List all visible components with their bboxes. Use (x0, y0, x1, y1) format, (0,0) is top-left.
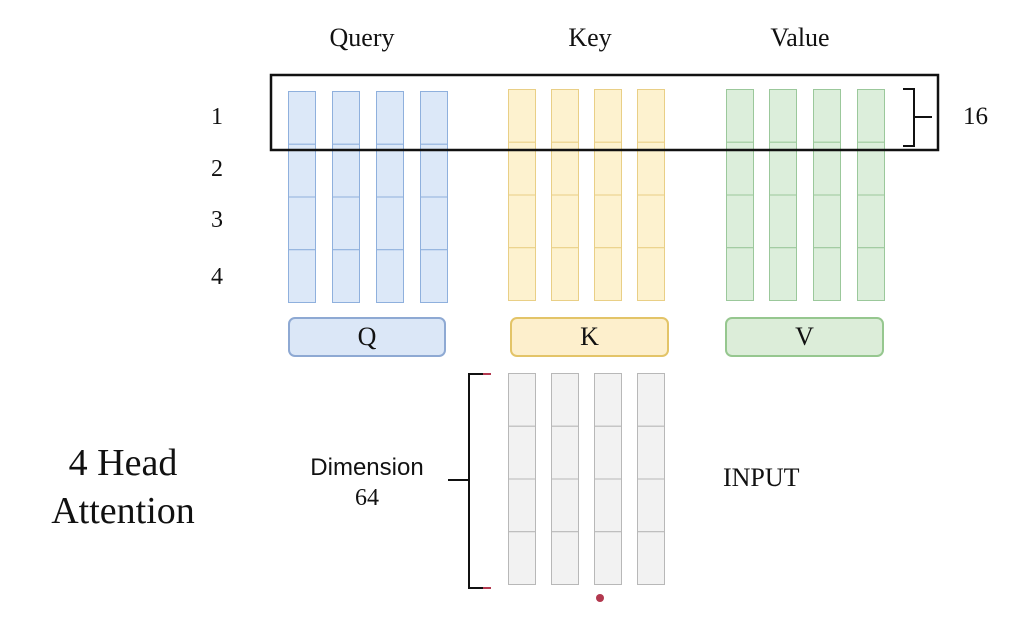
title-line-1: 4 Head (68, 442, 178, 484)
input-label: INPUT (723, 463, 800, 492)
q-cell (420, 196, 448, 251)
q-cell (288, 249, 316, 303)
k-cell (551, 89, 579, 143)
q-cell (332, 249, 360, 303)
value-column-4 (857, 89, 885, 301)
k-cell (594, 89, 622, 143)
title-line-2: Attention (51, 489, 195, 532)
key-column-3 (594, 89, 622, 301)
v-cell (857, 247, 885, 301)
input-column-1 (508, 373, 536, 585)
input-cell (594, 478, 622, 533)
v-cell (769, 194, 797, 249)
input-column-3 (594, 373, 622, 585)
pointer-dot (596, 594, 604, 602)
query-header: Query (329, 23, 395, 52)
input-cell (551, 373, 579, 427)
input-cell (551, 425, 579, 480)
dimension-label-text: Dimension (310, 454, 424, 481)
v-cell (857, 194, 885, 249)
k-cell (551, 247, 579, 301)
k-cell (637, 194, 665, 249)
k-cell (508, 247, 536, 301)
q-cell (420, 91, 448, 145)
q-matrix-label: Q (357, 322, 377, 351)
v-cell (813, 89, 841, 143)
input-cell (637, 425, 665, 480)
highlight-size-label: 16 (963, 103, 988, 130)
row-label-2: 2 (211, 156, 223, 182)
q-cell (376, 249, 404, 303)
q-cell (288, 196, 316, 251)
query-column-1 (288, 91, 316, 303)
input-cell (594, 531, 622, 585)
q-cell (332, 143, 360, 198)
input-cell (551, 531, 579, 585)
row-label-1: 1 (211, 104, 223, 130)
q-cell (420, 143, 448, 198)
v-cell (813, 247, 841, 301)
v-matrix-label: V (795, 322, 814, 351)
input-column-2 (551, 373, 579, 585)
v-cell (813, 194, 841, 249)
v-cell (769, 247, 797, 301)
row-label-3: 3 (211, 207, 223, 233)
k-cell (637, 247, 665, 301)
query-column-3 (376, 91, 404, 303)
input-cell (551, 478, 579, 533)
row-1-highlight-box (269, 73, 940, 152)
dimension-value: 64 (354, 485, 379, 511)
q-cell (376, 143, 404, 198)
dimension-bracket-line (468, 373, 490, 589)
k-cell (637, 89, 665, 143)
input-cell (508, 425, 536, 480)
key-header: Key (568, 23, 612, 52)
dimension-label: Dimension 64 (310, 453, 423, 513)
q-cell (288, 91, 316, 145)
v-cell (857, 89, 885, 143)
v-cell (726, 194, 754, 249)
k-cell (508, 89, 536, 143)
q-cell (420, 249, 448, 303)
value-column-2 (769, 89, 797, 301)
value-header: Value (770, 23, 830, 52)
v-cell (726, 247, 754, 301)
v-cell (769, 89, 797, 143)
k-matrix-box: K (510, 317, 669, 357)
input-cell (508, 531, 536, 585)
query-column-2 (332, 91, 360, 303)
input-column-4 (637, 373, 665, 585)
q-matrix-box: Q (288, 317, 446, 357)
v-matrix-box: V (725, 317, 884, 357)
q-cell (332, 91, 360, 145)
diagram-title: 4 Head Attention (51, 440, 195, 535)
query-column-4 (420, 91, 448, 303)
input-cell (594, 373, 622, 427)
value-column-3 (813, 89, 841, 301)
q-cell (376, 91, 404, 145)
row-label-4: 4 (211, 264, 223, 290)
input-cell (594, 425, 622, 480)
k-cell (594, 247, 622, 301)
input-cell (637, 531, 665, 585)
k-matrix-label: K (580, 322, 599, 351)
